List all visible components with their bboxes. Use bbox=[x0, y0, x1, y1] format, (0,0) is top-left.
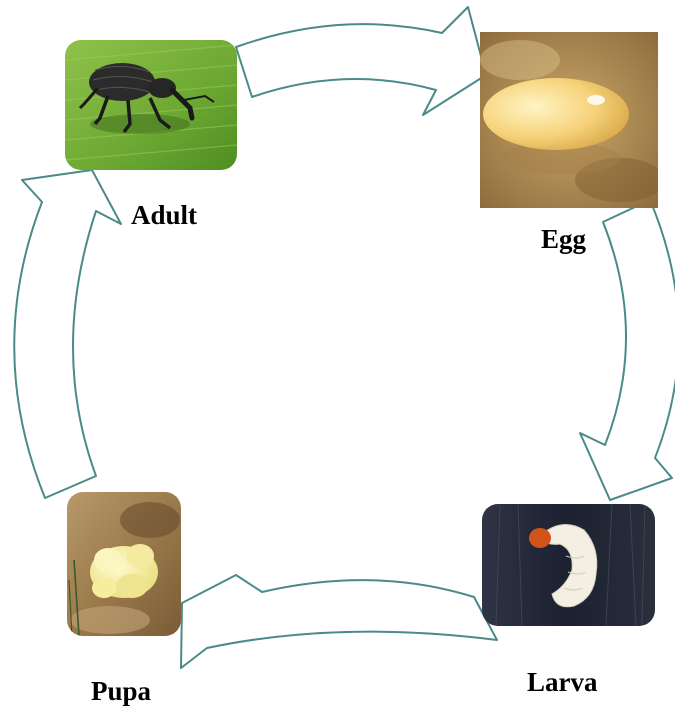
egg-image bbox=[480, 32, 665, 208]
larva-head bbox=[529, 528, 551, 548]
label-egg: Egg bbox=[541, 224, 586, 255]
larva-photo bbox=[482, 504, 655, 626]
label-adult: Adult bbox=[131, 200, 197, 231]
arrow-egg-to-larva bbox=[580, 200, 675, 500]
larva-image bbox=[482, 504, 655, 626]
pupa-image bbox=[67, 492, 181, 636]
arrow-adult-to-egg bbox=[236, 7, 486, 115]
pupa-body bbox=[90, 544, 158, 598]
arrow-larva-to-pupa bbox=[181, 575, 497, 668]
label-pupa: Pupa bbox=[91, 676, 151, 707]
weevil-photo bbox=[65, 40, 237, 170]
curved-arrow-icon bbox=[580, 200, 675, 500]
curved-arrow-icon bbox=[181, 575, 497, 668]
egg-body bbox=[483, 78, 629, 150]
curved-arrow-icon bbox=[236, 7, 486, 115]
label-larva: Larva bbox=[527, 667, 598, 698]
arrow-pupa-to-adult bbox=[14, 170, 121, 498]
curved-arrow-icon bbox=[14, 170, 121, 498]
adult-image bbox=[65, 40, 237, 170]
